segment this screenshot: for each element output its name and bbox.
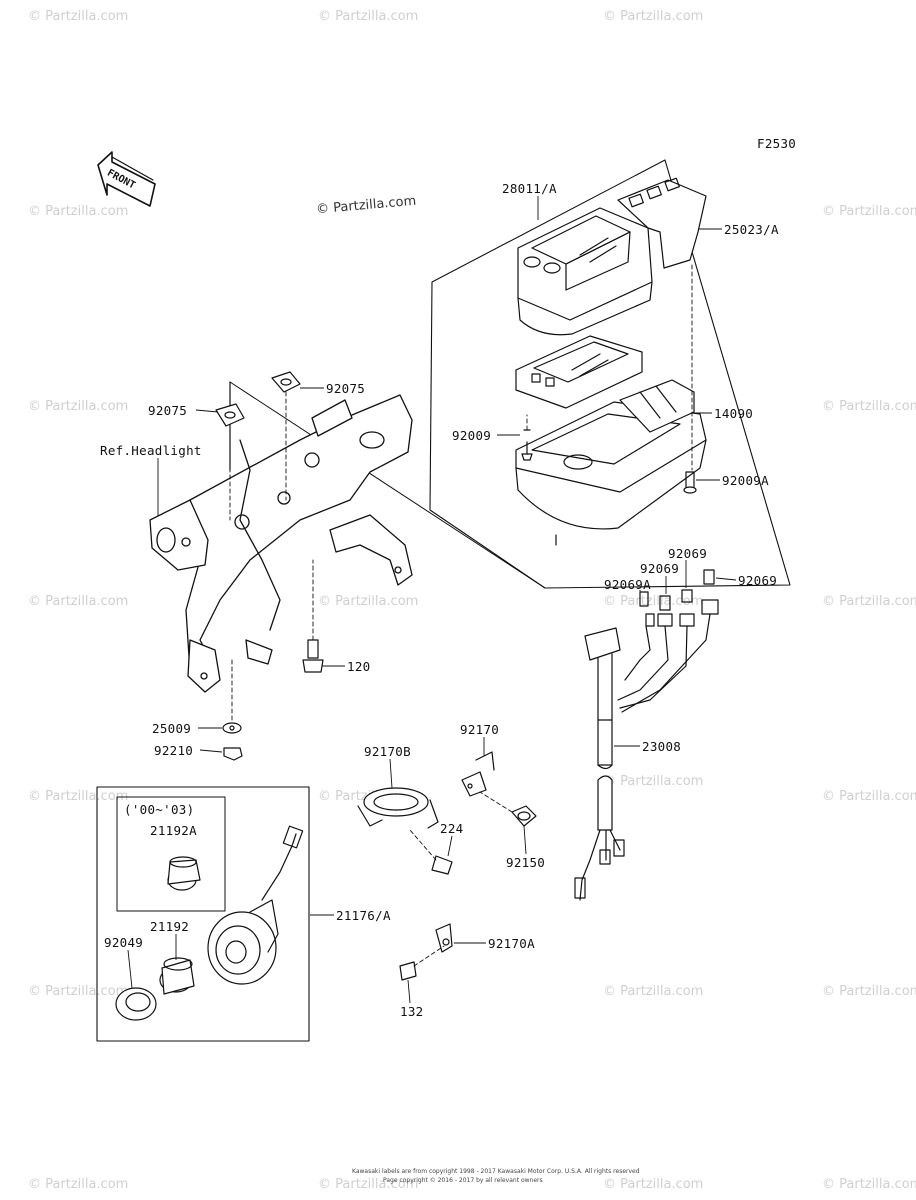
gear-housing-21176A xyxy=(207,825,304,985)
watermark: © Partzilla.com xyxy=(28,789,129,804)
nut-92210 xyxy=(223,747,243,761)
gear-kit-frame xyxy=(96,786,310,1042)
bulb-socket-group xyxy=(617,569,719,713)
collar-25009 xyxy=(222,722,242,734)
part-label[interactable]: 21192A xyxy=(150,823,197,838)
watermark: © Partzilla.com xyxy=(822,984,916,999)
front-arrow-icon xyxy=(97,151,156,207)
clip-92170 xyxy=(461,751,495,797)
meter-assembly-frame xyxy=(429,159,791,589)
watermark: © Partzilla.com xyxy=(28,204,129,219)
watermark: © Partzilla.com xyxy=(28,9,129,24)
part-label[interactable]: 92170B xyxy=(364,744,411,759)
watermark: © Partzilla.com xyxy=(28,399,129,414)
part-label[interactable]: 92210 xyxy=(154,743,194,758)
part-label[interactable]: 25009 xyxy=(152,721,192,736)
part-label[interactable]: 14090 xyxy=(714,406,754,421)
part-label[interactable]: 25023/A xyxy=(724,222,779,237)
part-label[interactable]: 21192 xyxy=(150,919,190,934)
watermark: © Partzilla.com xyxy=(28,1177,129,1192)
watermark: © Partzilla.com xyxy=(318,9,419,24)
watermark: © Partzilla.com xyxy=(603,984,704,999)
watermark: © Partzilla.com xyxy=(318,594,419,609)
part-label[interactable]: 92075 xyxy=(148,403,188,418)
part-label[interactable]: 92075 xyxy=(326,381,366,396)
part-label[interactable]: 92069 xyxy=(640,561,680,576)
watermark: © Partzilla.com xyxy=(822,789,916,804)
watermark: © Partzilla.com xyxy=(603,594,704,609)
part-label[interactable]: 132 xyxy=(400,1004,424,1019)
watermark: © Partzilla.com xyxy=(822,399,916,414)
gear-21192 xyxy=(159,957,195,995)
clamp-92170B xyxy=(357,787,439,829)
part-label[interactable]: 92069A xyxy=(604,577,651,592)
watermark: © Partzilla.com xyxy=(28,594,129,609)
part-label[interactable]: 224 xyxy=(440,821,464,836)
meter-cover-part xyxy=(517,177,707,336)
part-label[interactable]: 92009A xyxy=(722,473,769,488)
part-label[interactable]: 92170A xyxy=(488,936,535,951)
bolt-132 xyxy=(399,945,445,981)
part-label[interactable]: 92069 xyxy=(668,546,708,561)
part-label[interactable]: 21176/A xyxy=(336,908,391,923)
copyright-line: Kawasaki labels are from copyright 1998 … xyxy=(352,1168,640,1175)
gear-21192A xyxy=(167,856,201,891)
years-label: ('00~'03) xyxy=(124,802,195,817)
wire-harness-23008 xyxy=(574,627,625,901)
bracket-92170A xyxy=(435,923,453,953)
bolt-120 xyxy=(302,639,324,673)
grommet-92075-b xyxy=(215,403,245,427)
meter-unit-part xyxy=(515,335,643,409)
meter-bracket-part xyxy=(149,394,413,693)
bolt-92150 xyxy=(479,791,537,827)
grommet-92075 xyxy=(271,371,301,393)
part-label[interactable]: 92170 xyxy=(460,722,500,737)
watermark: © Partzilla.com xyxy=(318,1177,419,1192)
bolt-224 xyxy=(409,829,453,875)
watermark: © Partzilla.com xyxy=(28,984,129,999)
copyright-line-2: Page copyright © 2016 - 2017 by all rele… xyxy=(383,1177,543,1184)
watermark: © Partzilla.com xyxy=(822,594,916,609)
watermark: © Partzilla.com xyxy=(603,774,704,789)
part-label[interactable]: 120 xyxy=(347,659,371,674)
part-label[interactable]: 23008 xyxy=(642,739,682,754)
part-label[interactable]: 92069 xyxy=(738,573,778,588)
seal-92049 xyxy=(115,987,157,1021)
part-label[interactable]: 92150 xyxy=(506,855,546,870)
meter-case-part xyxy=(515,379,707,546)
figure-code: F2530 xyxy=(757,136,797,151)
watermark: © Partzilla.com xyxy=(822,204,916,219)
screw-92009A xyxy=(683,471,697,494)
watermark: © Partzilla.com xyxy=(603,9,704,24)
watermark: © Partzilla.com xyxy=(822,1177,916,1192)
ref-headlight-label[interactable]: Ref.Headlight xyxy=(100,443,202,458)
years-subframe xyxy=(116,796,226,912)
part-label[interactable]: 92009 xyxy=(452,428,492,443)
part-label[interactable]: 28011/A xyxy=(502,181,557,196)
watermark: © Partzilla.com xyxy=(603,1177,704,1192)
screw-92009 xyxy=(521,429,533,461)
part-label[interactable]: 92049 xyxy=(104,935,144,950)
